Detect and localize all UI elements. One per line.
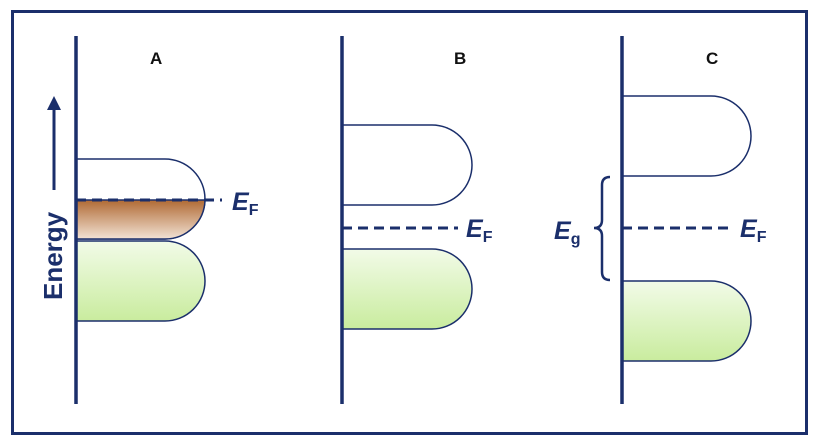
panel-a-occupied-states <box>75 199 206 240</box>
panel-a-fermi-label: EF <box>232 188 259 219</box>
panel-b-label: B <box>454 49 466 68</box>
panel-c: C Eg EF <box>554 36 767 404</box>
energy-axis: Energy <box>38 96 68 300</box>
panel-b-conduction-band <box>341 124 473 206</box>
energy-axis-label: Energy <box>38 211 68 300</box>
panel-c-gap-brace <box>593 175 611 282</box>
panel-a-label: A <box>150 49 162 68</box>
panel-b-fermi-label: EF <box>466 215 493 246</box>
panel-c-valence-band <box>621 280 752 362</box>
energy-arrow-head <box>47 96 61 110</box>
panel-a: A EF <box>74 36 259 404</box>
panel-c-conduction-band <box>621 95 752 177</box>
panel-c-label: C <box>706 49 718 68</box>
panel-a-valence-band <box>75 240 206 322</box>
panel-c-fermi-label: EF <box>740 215 767 246</box>
panel-b: B EF <box>340 36 493 404</box>
panel-c-gap-label: Eg <box>554 217 580 248</box>
panel-b-valence-band <box>341 248 473 330</box>
